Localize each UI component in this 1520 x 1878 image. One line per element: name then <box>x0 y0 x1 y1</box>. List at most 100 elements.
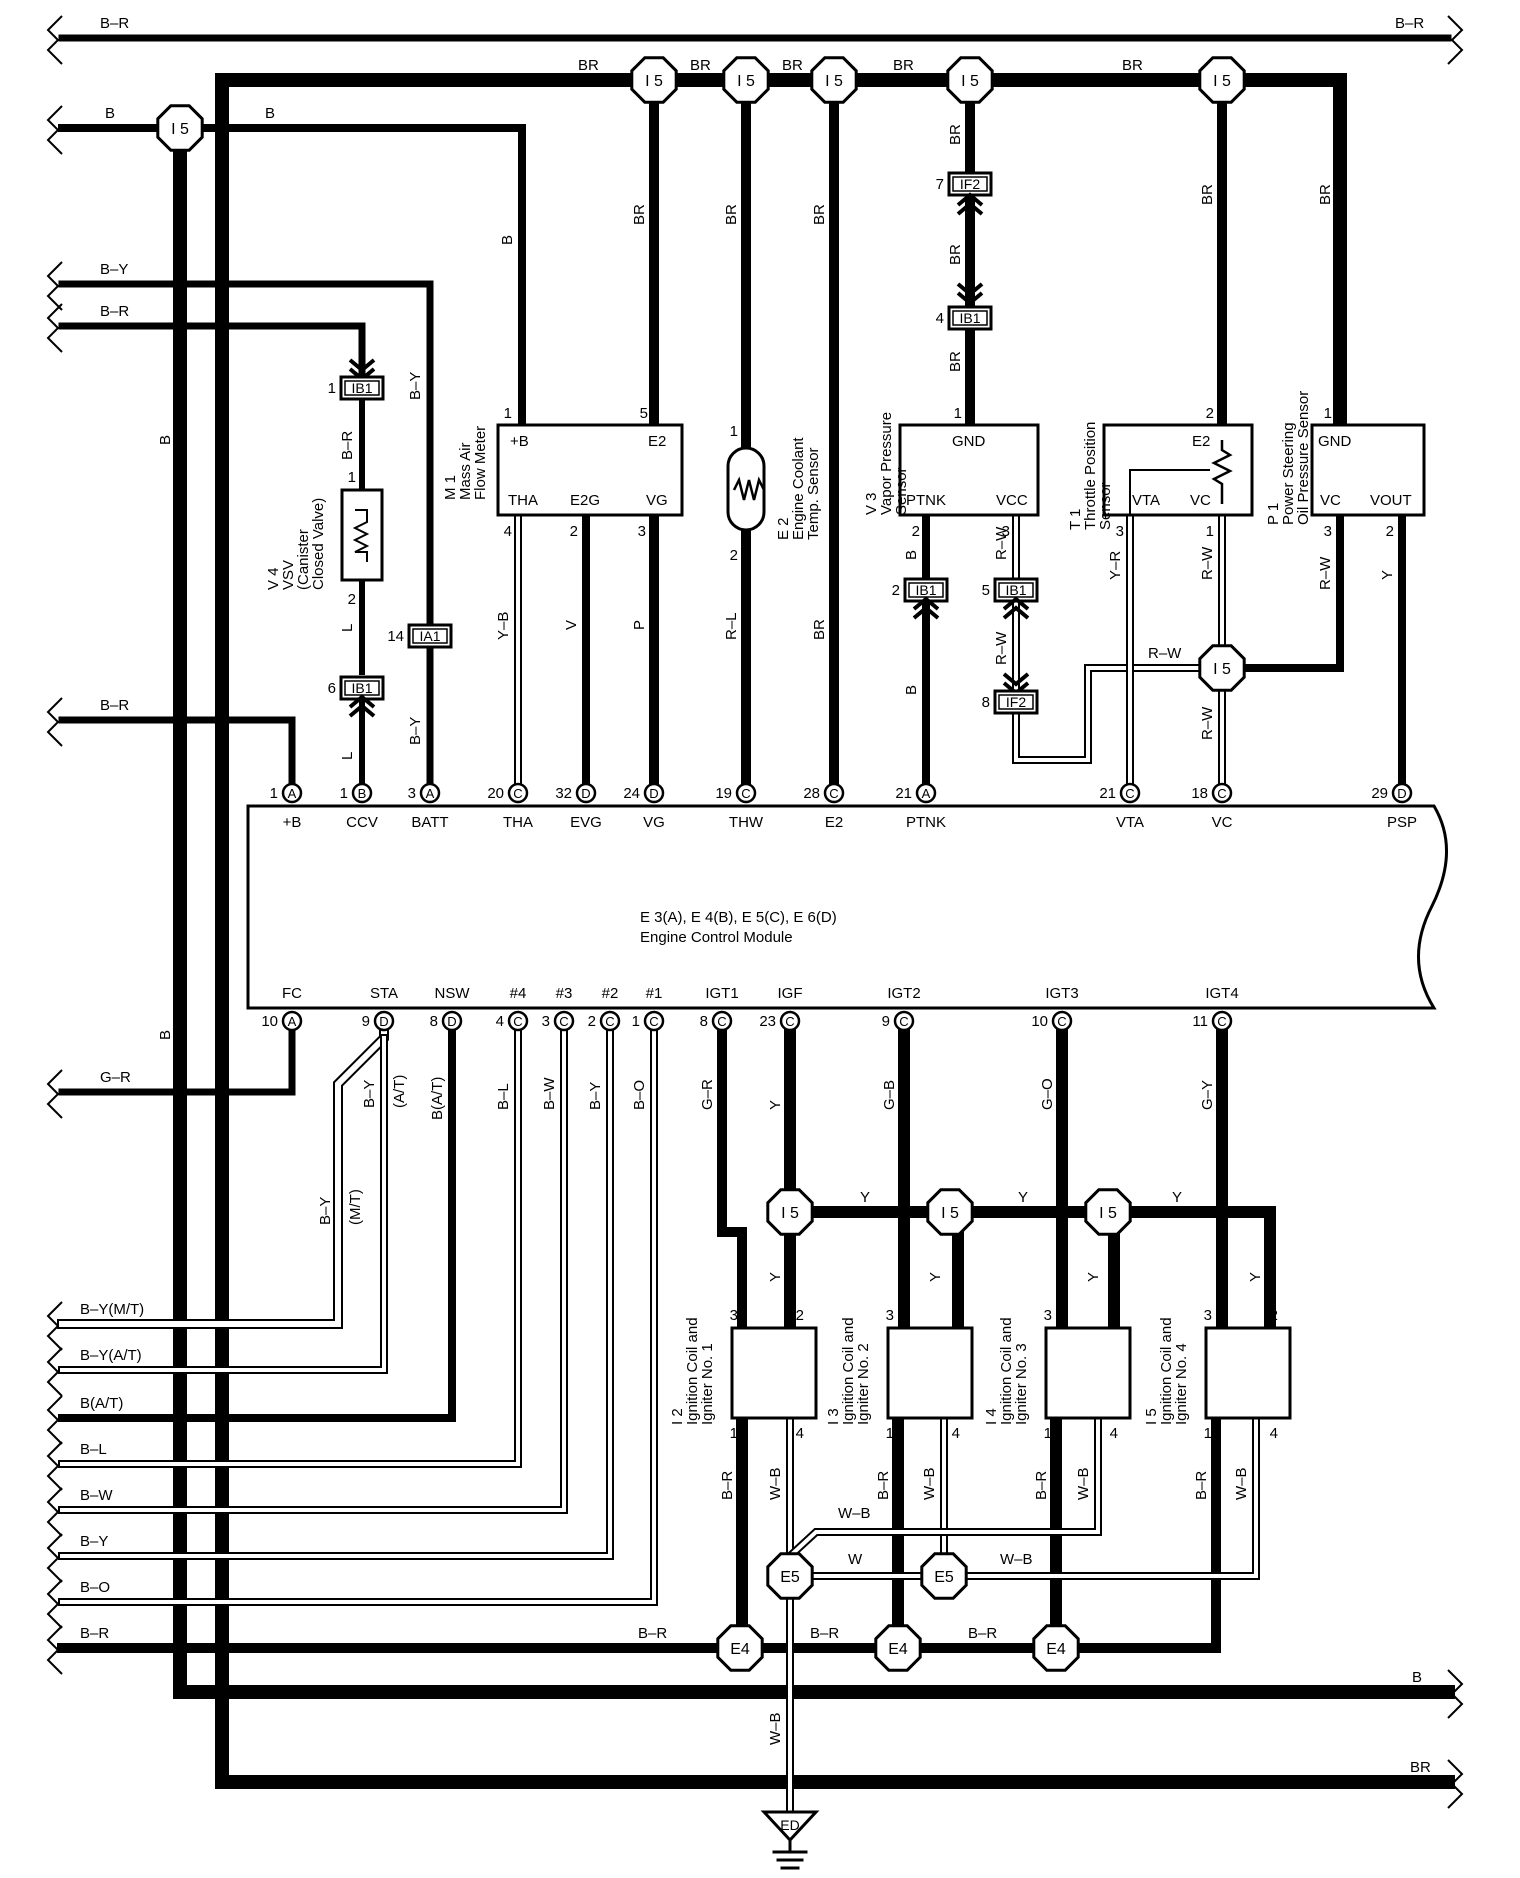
bus-label: B–L <box>80 1441 107 1458</box>
maf-label: M 1 <box>442 475 459 500</box>
wire-color-label: W–B <box>921 1467 938 1500</box>
connector-pin: 7 <box>936 176 944 193</box>
terminal-circle <box>373 1010 395 1032</box>
bus-label: B–Y <box>100 261 128 278</box>
component-pin: 2 <box>796 1307 804 1324</box>
junction-i5-label: I 5 <box>1099 1205 1117 1222</box>
vsv-label: VSV <box>280 560 297 590</box>
junction-e4 <box>874 1624 922 1672</box>
junction-e5-label: E5 <box>934 1569 954 1586</box>
ecm-terminal-label: +B <box>283 814 302 831</box>
bus-label: B–W <box>80 1487 113 1504</box>
wire-color-label: Y <box>860 1189 870 1206</box>
junction-e5-label: E5 <box>780 1569 800 1586</box>
terminal-pin-number: 1 <box>632 1013 640 1030</box>
component-pin: 1 <box>954 405 962 422</box>
maf-pin-label: THA <box>508 492 538 509</box>
terminal-pin-number: 21 <box>1099 785 1116 802</box>
wires <box>57 34 1455 1870</box>
terminal-connector-letter: C <box>513 786 522 801</box>
connector-chevron <box>956 291 984 306</box>
terminal-pin-number: 24 <box>623 785 640 802</box>
wire-color-label: Y–B <box>495 612 512 640</box>
bus-break-symbol <box>46 1069 63 1119</box>
bus-label: B–Y <box>80 1533 108 1550</box>
connector-pin: 4 <box>936 310 944 327</box>
wire-color-label: Y <box>1247 1272 1264 1282</box>
coil-label: Igniter No. 1 <box>699 1343 716 1425</box>
connector-chevron <box>912 605 940 620</box>
component-pin: 4 <box>504 523 512 540</box>
wire-color-label: B–Y <box>361 1080 378 1108</box>
terminal-connector-letter: C <box>899 1014 908 1029</box>
wire-color-label: B–W <box>541 1077 558 1110</box>
bus-break-symbol <box>46 1301 63 1351</box>
junction-i5-label: I 5 <box>825 73 843 90</box>
maf-pin-label: E2G <box>570 492 600 509</box>
ignition-coil-igniter <box>730 1326 818 1420</box>
terminal-circle <box>575 782 597 804</box>
wire-b-r-plus-b <box>58 716 296 788</box>
ignition-coil-igniter <box>1204 1326 1292 1420</box>
wire-color-label: BR <box>893 57 914 74</box>
connector-ia1-label: IA1 <box>419 628 440 644</box>
wire-color-label: R–W <box>1199 546 1216 580</box>
terminal-connector-letter: C <box>785 1014 794 1029</box>
psp-pin-label: GND <box>1318 433 1352 450</box>
ground-ed <box>760 1810 820 1843</box>
component-pin: 1 <box>504 405 512 422</box>
component-pin: 3 <box>886 1307 894 1324</box>
tps-pin-label: VTA <box>1132 492 1160 509</box>
wire-color-label: BR <box>578 57 599 74</box>
junction-e4-label: E4 <box>888 1641 908 1658</box>
junction-i5-label: I 5 <box>961 73 979 90</box>
bus-break-symbol <box>46 1347 63 1397</box>
component-pin: 2 <box>348 591 356 608</box>
ecm-terminal-label: CCV <box>346 814 378 831</box>
bus-break-symbol <box>46 1625 63 1675</box>
wire-color-label: Y <box>1085 1272 1102 1282</box>
ecm-terminal-label: #4 <box>510 985 527 1002</box>
component-pin: 4 <box>1110 1425 1118 1442</box>
power-steering-sensor <box>1310 423 1426 517</box>
connector-pin: 5 <box>982 582 990 599</box>
wire-color-label: L <box>339 624 356 632</box>
connector-chevron <box>348 358 376 373</box>
wire-color-label: G–Y <box>1199 1080 1216 1110</box>
ecm-terminal-label: THA <box>503 814 533 831</box>
wire-color-label: B–R <box>1033 1471 1050 1500</box>
terminal-circle <box>507 1010 529 1032</box>
wire-color-label: Y–R <box>1107 551 1124 580</box>
ecm-terminal-label: FC <box>282 985 302 1002</box>
component-pin: 3 <box>638 523 646 540</box>
ect-label: Temp. Sensor <box>805 447 822 540</box>
junction-e5 <box>766 1552 814 1600</box>
component-pin: 3 <box>1204 1307 1212 1324</box>
terminal-pin-number: 3 <box>542 1013 550 1030</box>
component-pin: 2 <box>570 523 578 540</box>
tps-label: T 1 <box>1067 509 1084 530</box>
terminal-circle <box>711 1010 733 1032</box>
component-pin: 2 <box>912 523 920 540</box>
junction-i5-label: I 5 <box>1213 661 1231 678</box>
terminal-circle <box>599 1010 621 1032</box>
wire-color-label: Y <box>1172 1189 1182 1206</box>
terminal-connector-letter: C <box>717 1014 726 1029</box>
bus-label: G–R <box>100 1069 131 1086</box>
component-pin: 3 <box>730 1307 738 1324</box>
coil-label: I 4 <box>983 1408 1000 1425</box>
component-pin: 1 <box>1044 1425 1052 1442</box>
wire-color-label: Y <box>1379 570 1396 580</box>
bus-break-symbol <box>46 1487 63 1537</box>
terminal-connector-letter: A <box>288 1014 297 1029</box>
ecm-terminal-label: PTNK <box>906 814 946 831</box>
wire-color-label: BR <box>782 57 803 74</box>
wire-color-label: B–Y <box>407 372 424 400</box>
terminal-circle <box>281 782 303 804</box>
maf-sensor <box>496 423 684 517</box>
psp-label: Power Steering <box>1280 422 1297 525</box>
ecm-terminal-label: PSP <box>1387 814 1417 831</box>
junction-i5-label: I 5 <box>781 1205 799 1222</box>
connector-ib1-label: IB1 <box>959 310 980 326</box>
